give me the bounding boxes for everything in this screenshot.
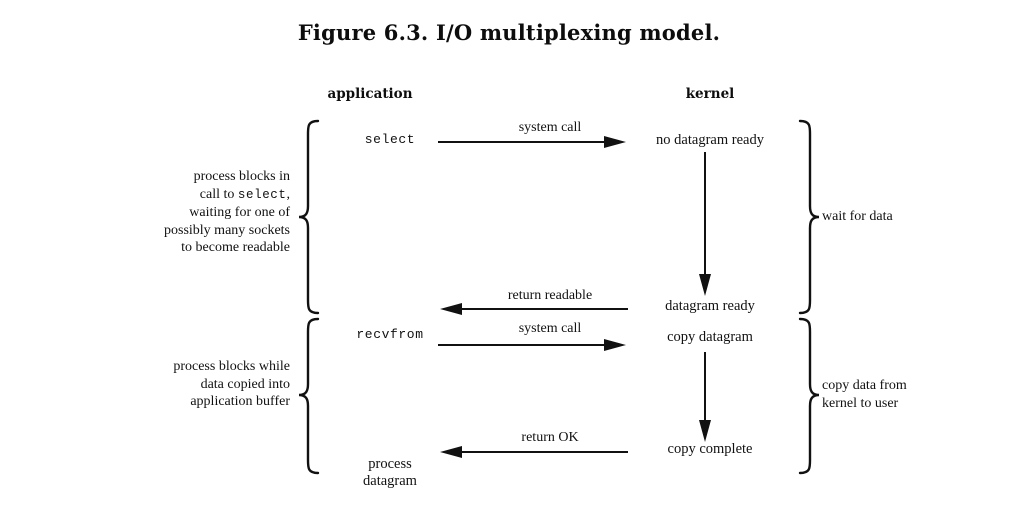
- left-annotation-copy-line-1: process blocks while: [173, 359, 290, 374]
- column-header-application: application: [327, 86, 413, 102]
- right-annotation-block-copy: copy data from kernel to user: [822, 377, 992, 412]
- left-annotation-line-2-post: ,: [286, 186, 291, 202]
- right-annotation-wait-line-1: wait for data: [822, 209, 893, 224]
- left-annotation-line-2: call to select,: [130, 186, 290, 205]
- arrow-system-call-1: [438, 136, 626, 148]
- figure-title: Figure 6.3. I/O multiplexing model.: [297, 20, 721, 45]
- arrow-label-return-readable: return readable: [507, 288, 593, 303]
- app-process-datagram-line-2: datagram: [363, 473, 417, 489]
- app-call-recvfrom: recvfrom: [356, 327, 424, 342]
- kernel-no-datagram-ready: no datagram ready: [656, 132, 764, 148]
- right-annotation-copy-line-1: copy data from: [822, 378, 907, 393]
- left-annotation-line-1: process blocks in: [193, 169, 290, 184]
- app-process-datagram-line-1: process: [368, 456, 412, 472]
- left-annotation-line-2-pre: call to: [199, 186, 238, 202]
- left-annotation-block-copy: process blocks while data copied into ap…: [130, 358, 290, 411]
- right-brace-wait-for-data: [798, 119, 820, 315]
- arrow-return-ok: [440, 446, 628, 458]
- left-annotation-copy-line-2: data copied into: [200, 376, 290, 392]
- kernel-copy-complete: copy complete: [667, 441, 753, 457]
- arrow-label-system-call-1: system call: [518, 120, 582, 135]
- arrow-label-system-call-2: system call: [518, 321, 582, 336]
- arrow-system-call-2: [438, 339, 626, 351]
- arrow-return-readable: [440, 303, 628, 315]
- left-annotation-line-4: possibly many sockets: [164, 222, 290, 238]
- kernel-copy-datagram: copy datagram: [667, 329, 753, 345]
- left-annotation-select-call: select: [237, 187, 287, 202]
- arrow-kernel-wait-for-data: [699, 152, 711, 296]
- right-annotation-block-wait: wait for data: [822, 208, 992, 226]
- kernel-datagram-ready: datagram ready: [665, 298, 755, 314]
- arrow-kernel-copy-data: [699, 352, 711, 442]
- arrow-label-return-ok: return OK: [521, 430, 579, 445]
- left-annotation-copy-line-3: application buffer: [190, 394, 290, 409]
- left-annotation-line-5: to become readable: [181, 240, 290, 255]
- app-call-select: select: [364, 132, 416, 147]
- left-brace-copy-phase: [298, 317, 320, 475]
- left-brace-select-phase: [298, 119, 320, 315]
- right-annotation-copy-line-2: kernel to user: [822, 395, 899, 411]
- right-brace-copy-data: [798, 317, 820, 475]
- left-annotation-block-select: process blocks in call to select, waitin…: [130, 168, 290, 257]
- column-header-kernel: kernel: [685, 86, 735, 102]
- app-process-datagram: process datagram: [330, 456, 450, 490]
- left-annotation-line-3: waiting for one of: [189, 205, 290, 220]
